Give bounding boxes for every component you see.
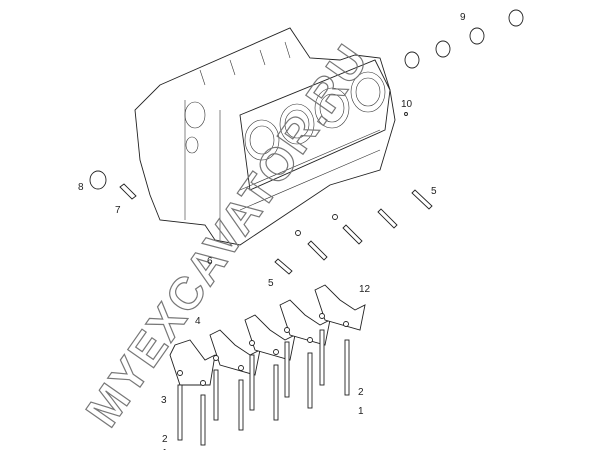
side-bolts bbox=[119, 183, 433, 275]
callout-1-left: 1 bbox=[162, 448, 168, 450]
callout-4: 4 bbox=[195, 316, 201, 327]
callout-5-upper: 5 bbox=[431, 186, 437, 197]
callout-10: 10 bbox=[401, 99, 413, 110]
callout-1-right: 1 bbox=[358, 406, 364, 417]
callout-5-lower: 5 bbox=[268, 278, 274, 289]
callout-6: 6 bbox=[207, 256, 213, 267]
callout-7: 7 bbox=[115, 205, 121, 216]
callout-3: 3 bbox=[161, 395, 167, 406]
main-bearing-caps bbox=[169, 284, 366, 386]
callout-12: 12 bbox=[359, 284, 371, 295]
callout-8: 8 bbox=[78, 182, 84, 193]
bearing-bushings bbox=[89, 9, 524, 190]
callout-2-right: 2 bbox=[358, 387, 364, 398]
callout-9: 9 bbox=[460, 12, 466, 23]
main-bearing-bolts bbox=[177, 313, 350, 446]
callout-2-left: 2 bbox=[162, 434, 168, 445]
engine-block bbox=[134, 27, 396, 246]
callout-labels: 9 10 8 7 5 6 5 12 4 3 2 1 2 1 bbox=[78, 12, 466, 450]
